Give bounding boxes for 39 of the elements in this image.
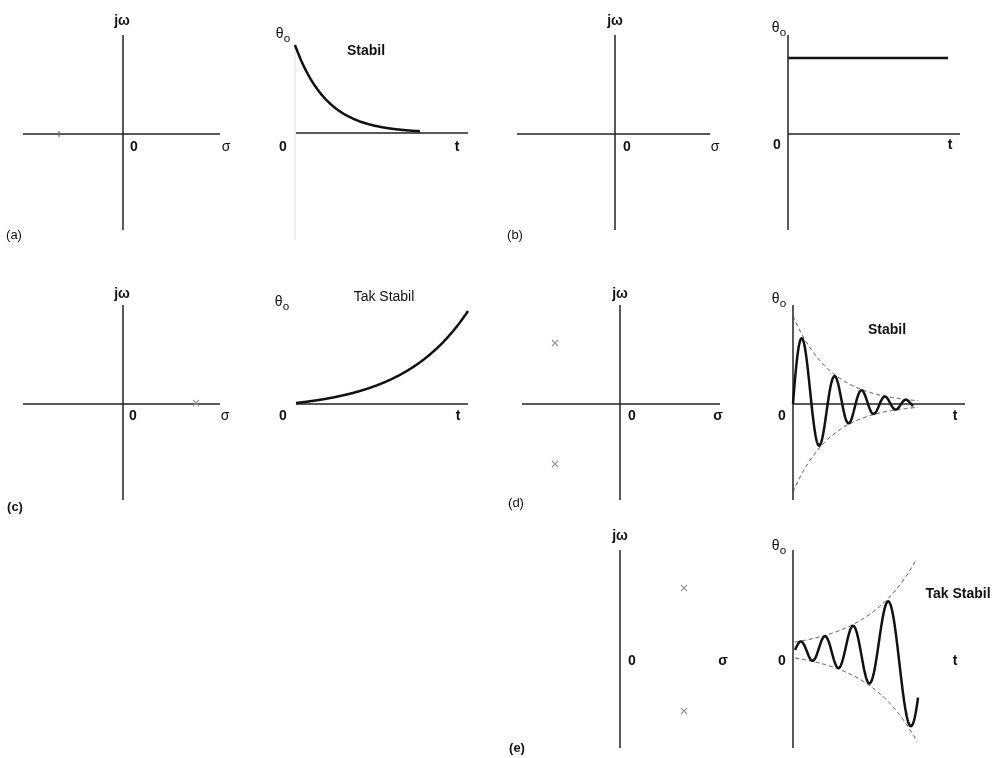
origin-label: 0 — [628, 653, 636, 667]
origin-label: 0 — [279, 139, 287, 153]
origin-label: 0 — [628, 408, 636, 422]
axis-label: σ — [713, 408, 723, 422]
origin-label: 0 — [778, 653, 786, 667]
axis-label: θ$_{o}$ — [771, 20, 787, 38]
axis-label: t — [952, 653, 958, 667]
axis-label: θ$_{o}$ — [771, 291, 787, 309]
panel-label: (b) — [507, 227, 523, 241]
origin-label: 0 — [130, 139, 138, 153]
stability-label: Stabil — [346, 43, 386, 57]
axis-label: jω — [607, 13, 623, 27]
axis-label: jω — [114, 13, 130, 27]
axis-label: θ$_{o}$ — [275, 26, 291, 44]
axis-label: jω — [114, 286, 130, 300]
origin-label: 0 — [279, 408, 287, 422]
axis-label: θ$_{o}$ — [274, 294, 290, 312]
axis-label: σ — [710, 139, 720, 153]
stability-label: Tak Stabil — [925, 586, 991, 600]
origin-label: 0 — [773, 137, 781, 151]
origin-label: 0 — [129, 408, 137, 422]
axis-label: t — [947, 137, 953, 151]
axis-label: σ — [221, 139, 231, 153]
axis-label: t — [455, 408, 461, 422]
origin-label: 0 — [623, 139, 631, 153]
axis-label: t — [454, 139, 460, 153]
stability-label: Stabil — [867, 322, 907, 336]
stability-label: Tak Stabil — [353, 289, 415, 303]
panel-label: (d) — [508, 495, 524, 509]
panel-label: (a) — [6, 227, 22, 241]
axis-label: σ — [220, 408, 230, 422]
axis-label: t — [952, 408, 958, 422]
axis-label: jω — [612, 528, 628, 542]
origin-label: 0 — [778, 408, 786, 422]
panel-label: (e) — [509, 740, 525, 754]
panel-label: (c) — [7, 499, 23, 513]
axis-label: jω — [612, 286, 628, 300]
axis-label: σ — [718, 653, 728, 667]
axis-label: θ$_{o}$ — [771, 538, 787, 556]
